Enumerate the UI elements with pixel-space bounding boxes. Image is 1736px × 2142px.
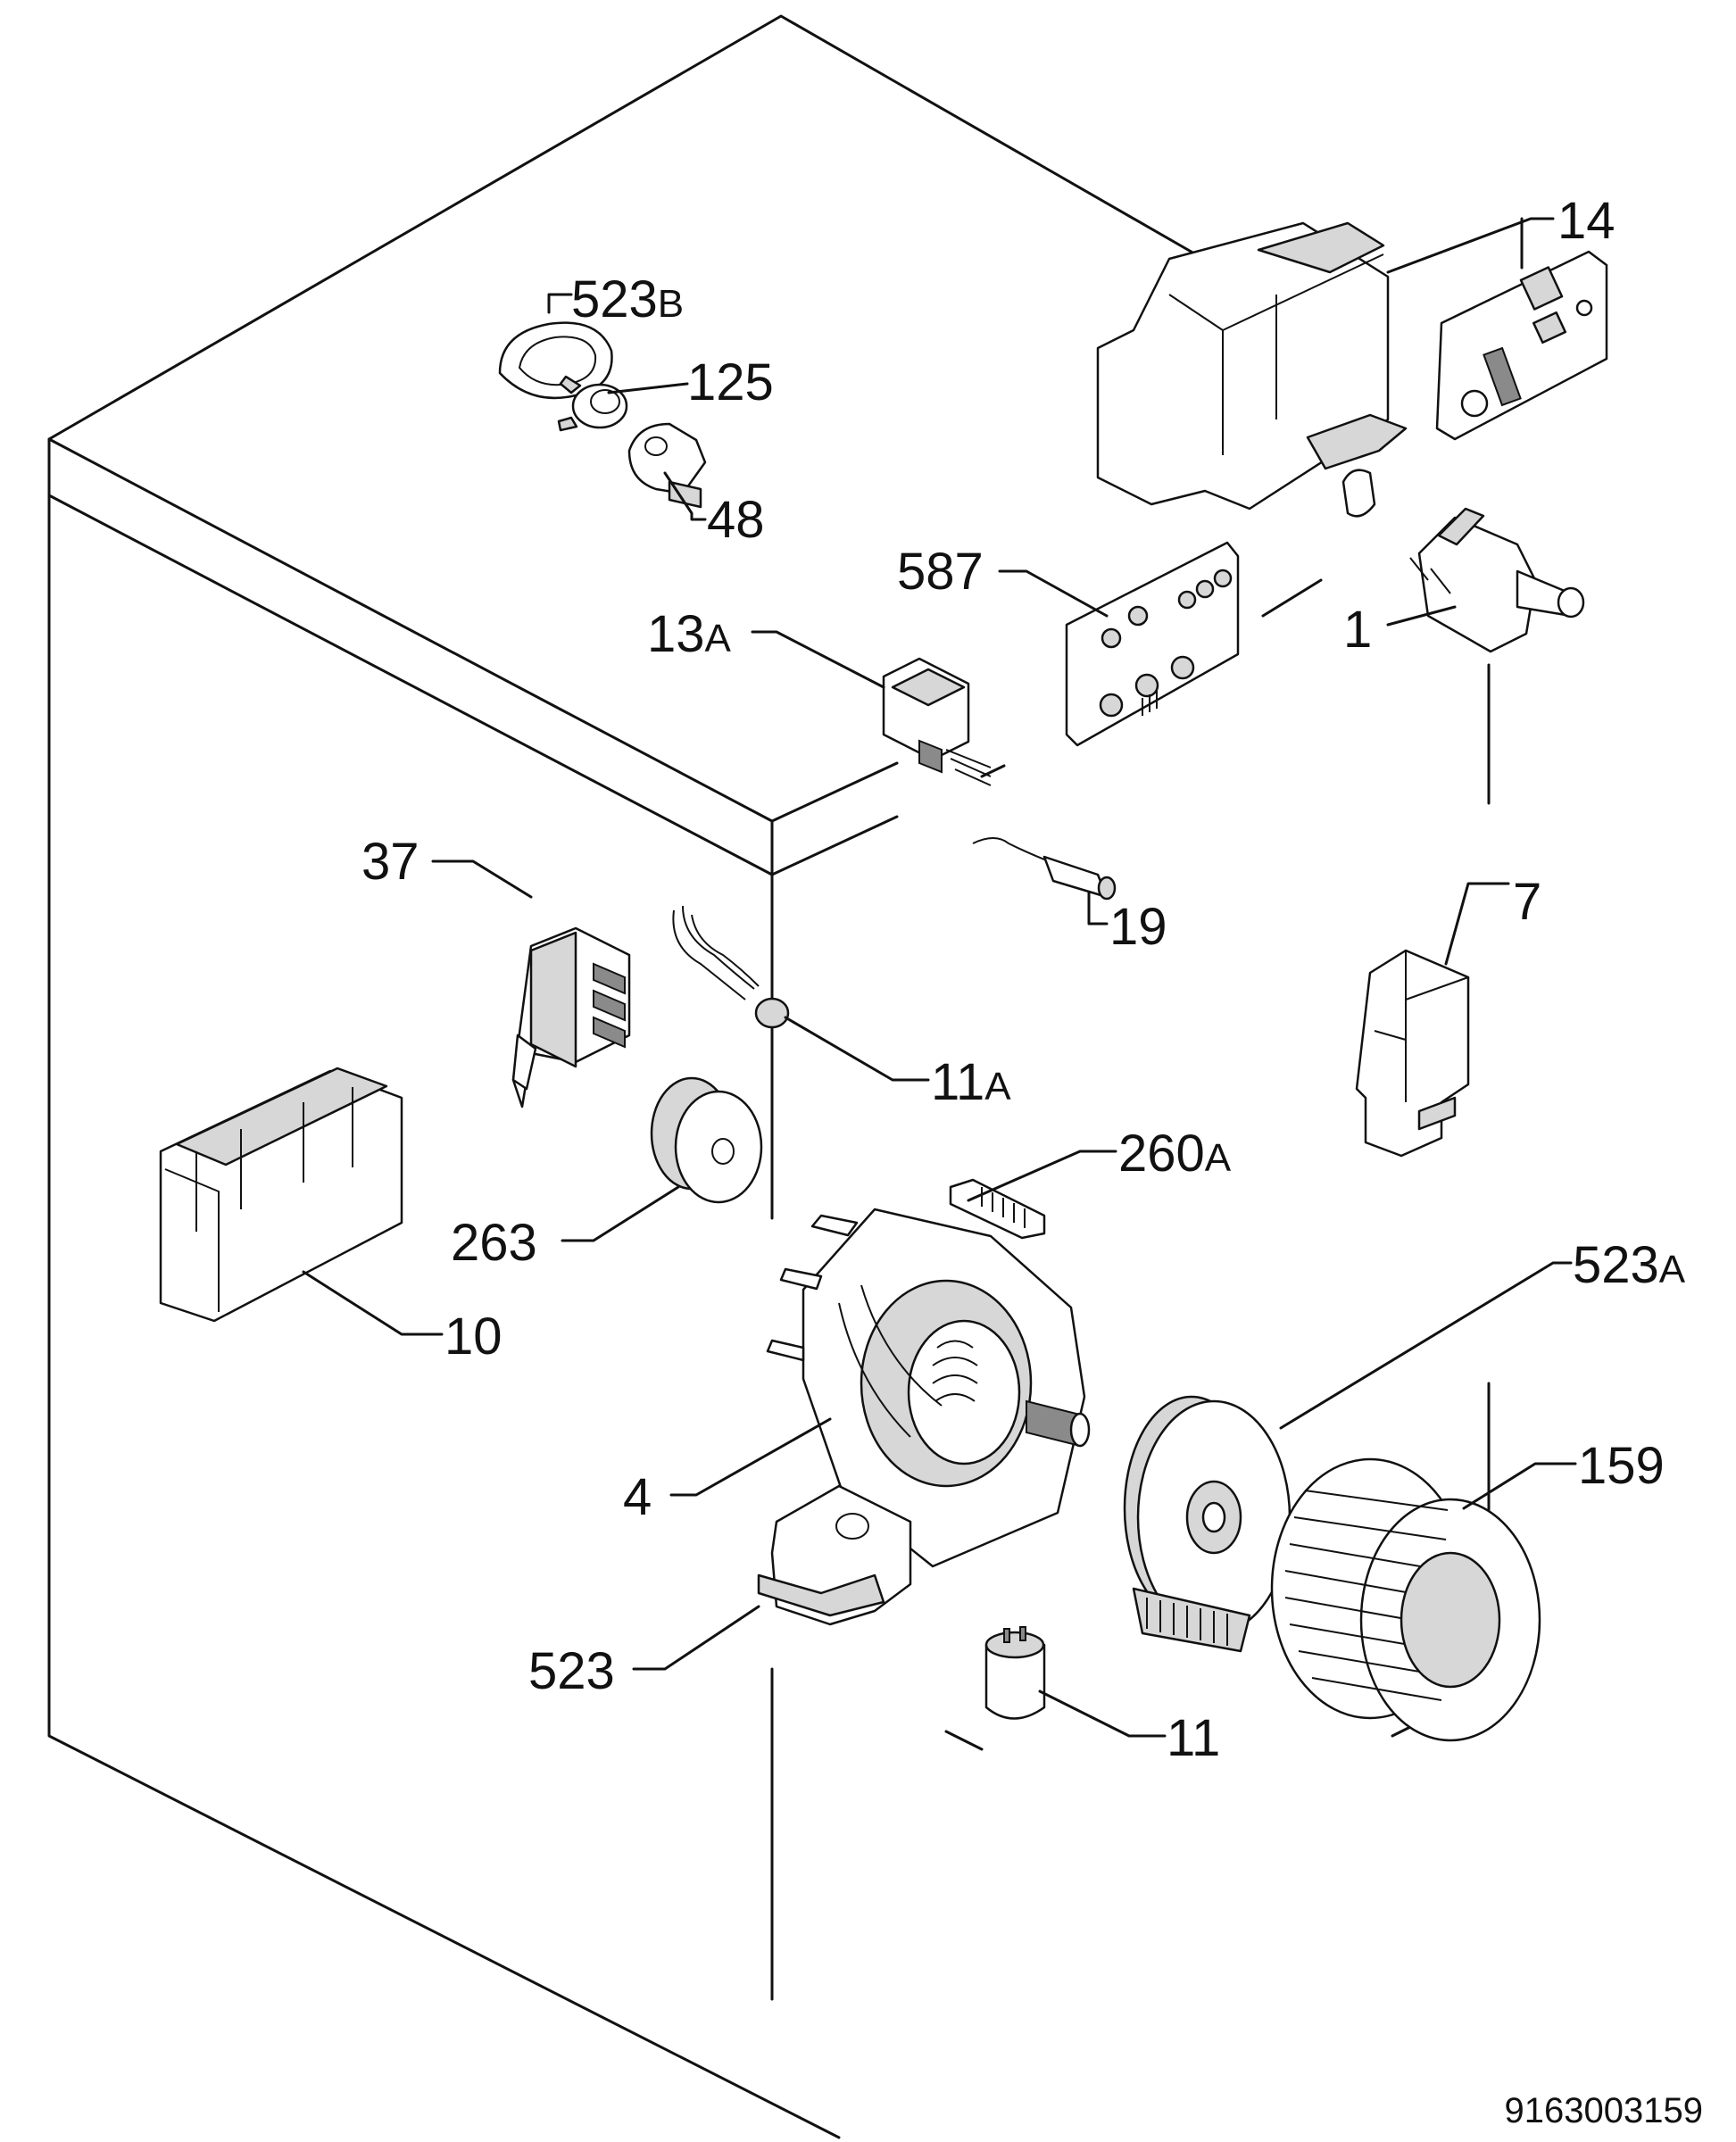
part-13a-door-switch [882, 657, 992, 786]
part-523-cover-bracket [757, 1484, 912, 1626]
part-159-blower-wheel [1270, 1457, 1541, 1742]
callout-11a: 11A [931, 1053, 1011, 1111]
callout-1: 1 [1343, 601, 1372, 659]
part-587-pcb [1065, 541, 1240, 747]
part-10-filter-cassette [159, 1067, 403, 1323]
part-19-sensor-probe [972, 837, 1117, 901]
part-1-selector-switch [1409, 507, 1585, 653]
part-263-pulley [650, 1076, 763, 1204]
callout-260a: 260A [1118, 1125, 1232, 1183]
callout-523: 523 [528, 1642, 615, 1700]
callout-10: 10 [444, 1308, 503, 1366]
callout-37: 37 [361, 833, 419, 891]
part-14-pcb [1435, 250, 1608, 441]
callout-13a: 13A [647, 605, 732, 663]
part-260a-spring [949, 1178, 1046, 1240]
callout-48: 48 [707, 491, 765, 549]
document-number: 9163003159 [1505, 2091, 1703, 2130]
callout-263: 263 [451, 1214, 537, 1272]
leader-lines [302, 217, 1577, 1738]
part-523b-gasket [498, 321, 613, 400]
callout-4: 4 [623, 1468, 652, 1526]
callout-159: 159 [1578, 1437, 1665, 1495]
callout-587: 587 [897, 543, 984, 601]
part-4-motor [766, 1208, 1091, 1568]
part-37-connector-block [511, 926, 631, 1108]
callout-labels: 523B 125 48 14 587 1 13A 37 19 7 11A 260… [361, 192, 1686, 1767]
part-14-control-housing [1096, 221, 1408, 518]
callout-14: 14 [1557, 192, 1616, 250]
part-48-lamp-holder [627, 422, 707, 509]
part-125-ring-nut [557, 375, 628, 432]
cabinet-outline [47, 14, 1491, 2139]
callout-11: 11 [1167, 1709, 1220, 1767]
callout-523b: 523B [571, 270, 684, 328]
part-11a-cable [672, 905, 790, 1029]
part-11-capacitor [984, 1626, 1046, 1720]
part-7-relay-module [1355, 949, 1470, 1158]
callout-523a: 523A [1573, 1236, 1686, 1294]
part-523a-fan-housing [1123, 1395, 1292, 1653]
callout-7: 7 [1513, 873, 1541, 931]
callout-125: 125 [687, 353, 774, 411]
callout-19: 19 [1109, 898, 1167, 956]
